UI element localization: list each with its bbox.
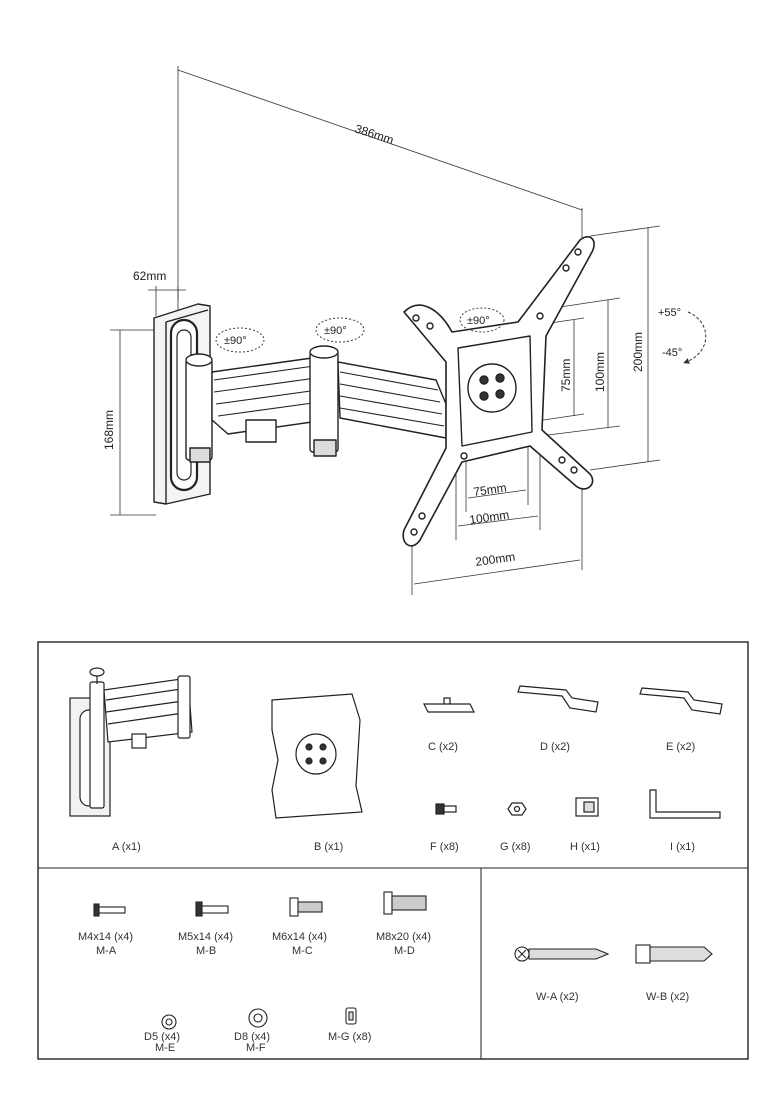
dim-vesa-200-horizontal: 200mm bbox=[474, 550, 516, 569]
hardware-ma-code: M-A bbox=[96, 945, 117, 957]
part-f-label: F (x8) bbox=[430, 841, 459, 853]
part-d-strap bbox=[518, 686, 598, 712]
part-g-nut bbox=[508, 803, 526, 815]
part-c-label: C (x2) bbox=[428, 741, 458, 753]
washer-code-e: M-E bbox=[155, 1042, 175, 1054]
part-a-label: A (x1) bbox=[112, 841, 141, 853]
part-b-plate bbox=[272, 694, 362, 818]
hardware-mb-code: M-B bbox=[196, 945, 216, 957]
part-g-label: G (x8) bbox=[500, 841, 531, 853]
tilt-arrow bbox=[686, 312, 706, 362]
swivel-1-label: ±90° bbox=[224, 335, 247, 347]
swivel-2-label: ±90° bbox=[324, 325, 347, 337]
wall-anchor-wa-label: W-A (x2) bbox=[536, 991, 579, 1003]
part-i-allen-key bbox=[650, 790, 720, 818]
part-h-label: H (x1) bbox=[570, 841, 600, 853]
hardware-md-code: M-D bbox=[394, 945, 415, 957]
wall-anchors bbox=[515, 945, 712, 963]
dim-plate-depth: 62mm bbox=[133, 269, 166, 283]
part-e-label: E (x2) bbox=[666, 741, 695, 753]
hardware-screws bbox=[94, 892, 426, 1029]
part-a-arm bbox=[70, 668, 192, 816]
dim-vesa-200-vertical: 200mm bbox=[631, 332, 645, 372]
part-d-label: D (x2) bbox=[540, 741, 570, 753]
tilt-down-label: -45° bbox=[662, 347, 682, 359]
part-h-clip bbox=[576, 798, 598, 816]
part-i-label: I (x1) bbox=[670, 841, 695, 853]
swivel-3-label: ±90° bbox=[467, 315, 490, 327]
hardware-mb-size: M5x14 (x4) bbox=[178, 931, 233, 943]
dim-vesa-100-horizontal: 100mm bbox=[468, 508, 510, 527]
dim-vesa-75-vertical: 75mm bbox=[559, 359, 573, 392]
dim-vesa-100-vertical: 100mm bbox=[593, 352, 607, 392]
wall-anchor-wb-label: W-B (x2) bbox=[646, 991, 689, 1003]
part-f-bolt bbox=[436, 804, 456, 814]
part-c-bracket bbox=[424, 698, 474, 712]
hardware-md-size: M8x20 (x4) bbox=[376, 931, 431, 943]
hardware-ma-size: M4x14 (x4) bbox=[78, 931, 133, 943]
hardware-mg-label: M-G (x8) bbox=[328, 1031, 371, 1043]
dim-plate-height: 168mm bbox=[102, 410, 116, 450]
part-e-strap bbox=[640, 688, 722, 714]
tilt-up-label: +55° bbox=[658, 307, 681, 319]
washer-code-f: M-F bbox=[246, 1042, 266, 1054]
part-b-label: B (x1) bbox=[314, 841, 343, 853]
hardware-mc-size: M6x14 (x4) bbox=[272, 931, 327, 943]
dim-reach: 386mm bbox=[353, 122, 395, 148]
dim-vesa-75-horizontal: 75mm bbox=[472, 480, 507, 499]
hardware-mc-code: M-C bbox=[292, 945, 313, 957]
